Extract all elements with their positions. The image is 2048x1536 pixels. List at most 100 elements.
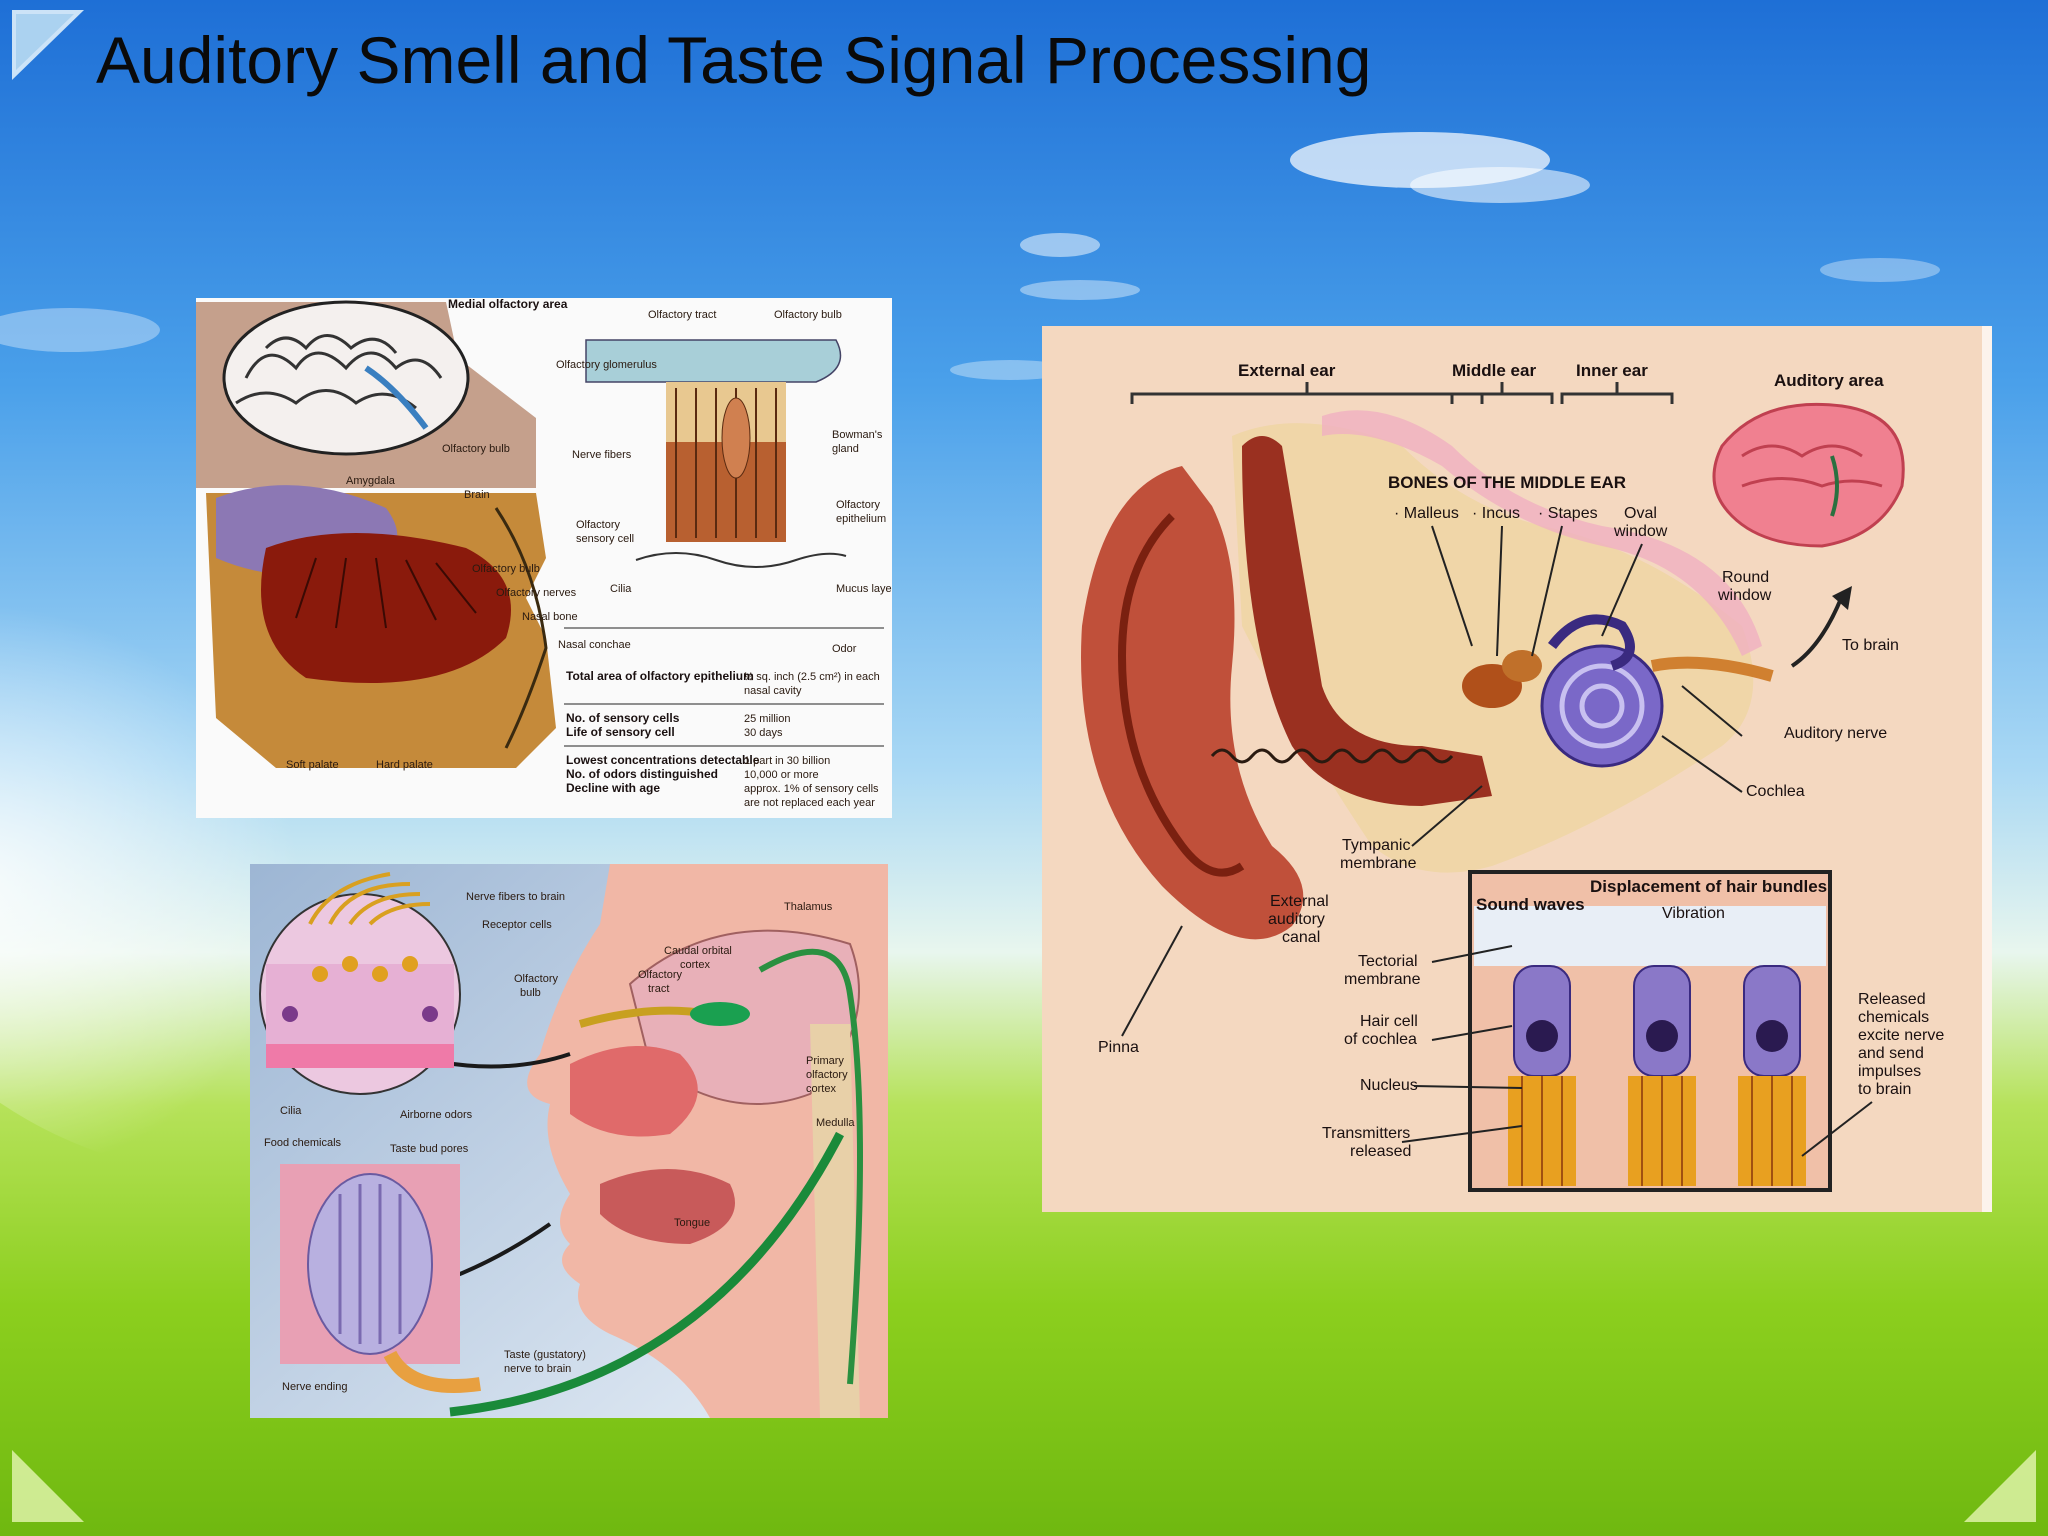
table-val-5: 10,000 or more xyxy=(744,769,819,781)
label-auditory-area: Auditory area xyxy=(1774,371,1884,390)
label-primary-cortex-1: Primary xyxy=(806,1055,844,1067)
label-olfactory-bulb: Olfactory bulb xyxy=(472,563,540,575)
label-taste-olfactory-bulb-2: bulb xyxy=(520,987,541,999)
label-bowmans-gland-1: Bowman's xyxy=(832,429,883,441)
table-val-6a: approx. 1% of sensory cells xyxy=(744,783,879,795)
label-hard-palate: Hard palate xyxy=(376,759,433,771)
label-airborne-odors: Airborne odors xyxy=(400,1109,473,1121)
label-bowmans-gland-2: gland xyxy=(832,443,859,455)
table-key-4: Lowest concentrations detectable xyxy=(566,753,760,767)
label-released-chemicals-4: and send xyxy=(1858,1045,1924,1062)
ear-anatomy-diagram: External ear Middle ear Inner ear Audito… xyxy=(1042,326,1992,1212)
table-val-6b: are not replaced each year xyxy=(744,797,875,809)
label-nasal-conchae: Nasal conchae xyxy=(558,639,631,651)
corner-triangle-bottom-left xyxy=(12,1450,84,1522)
olfactory-diagram: Medial olfactory area Olfactory bulb Amy… xyxy=(196,298,892,818)
label-released-chemicals-5: impulses xyxy=(1858,1063,1921,1080)
label-mucus-layer: Mucus layer xyxy=(836,583,892,595)
slide-title: Auditory Smell and Taste Signal Processi… xyxy=(96,23,1372,97)
label-tympanic-membrane-2: membrane xyxy=(1340,855,1417,872)
label-olfactory-glomerulus: Olfactory glomerulus xyxy=(556,359,657,371)
label-cilia: Cilia xyxy=(610,583,632,595)
label-inner-ear: Inner ear xyxy=(1576,361,1648,380)
label-malleus: · Malleus xyxy=(1394,505,1459,522)
label-medulla: Medulla xyxy=(816,1117,855,1129)
label-hair-cell-2: of cochlea xyxy=(1344,1031,1417,1048)
label-primary-cortex-2: olfactory xyxy=(806,1069,848,1081)
table-key-2: No. of sensory cells xyxy=(566,711,680,725)
label-transmitters-released-2: released xyxy=(1350,1143,1411,1160)
label-pinna: Pinna xyxy=(1098,1039,1139,1056)
label-oval-window-2: window xyxy=(1613,523,1668,540)
corner-triangle-bottom-right xyxy=(1964,1450,2036,1522)
label-released-chemicals-6: to brain xyxy=(1858,1081,1911,1098)
label-food-chemicals: Food chemicals xyxy=(264,1137,342,1149)
label-caudal-orbital-cortex-1: Caudal orbital xyxy=(664,945,732,957)
label-olfactory-tract-2: tract xyxy=(648,983,669,995)
label-nerve-fibers-to-brain: Nerve fibers to brain xyxy=(466,891,565,903)
label-round-window-2: window xyxy=(1717,587,1772,604)
label-taste-bud-pores: Taste bud pores xyxy=(390,1143,469,1155)
label-released-chemicals-2: chemicals xyxy=(1858,1009,1929,1026)
label-round-window-1: Round xyxy=(1722,569,1769,586)
table-key-6: Decline with age xyxy=(566,781,660,795)
label-transmitters-released-1: Transmitters xyxy=(1322,1125,1410,1142)
label-displacement-hair-bundles: Displacement of hair bundles xyxy=(1590,877,1827,896)
label-tectorial-membrane-2: membrane xyxy=(1344,971,1421,988)
hair-cells xyxy=(1508,965,1806,1186)
label-external-ear: External ear xyxy=(1238,361,1336,380)
label-tongue: Tongue xyxy=(674,1217,710,1229)
label-auditory-nerve: Auditory nerve xyxy=(1784,725,1887,742)
label-released-chemicals-1: Released xyxy=(1858,991,1926,1008)
label-soft-palate: Soft palate xyxy=(286,759,339,771)
label-external-auditory-canal-1: External xyxy=(1270,893,1329,910)
label-nerve-fibers: Nerve fibers xyxy=(572,449,632,461)
table-val-2: 25 million xyxy=(744,713,790,725)
label-olfactory-sensory-cell-1: Olfactory xyxy=(576,519,621,531)
label-medial-olfactory-area: Medial olfactory area xyxy=(448,298,568,311)
taste-smell-pathway-diagram: Nerve fibers to brain Receptor cells Olf… xyxy=(250,864,888,1418)
label-hair-cell-1: Hair cell xyxy=(1360,1013,1418,1030)
label-taste-nerve-2: nerve to brain xyxy=(504,1363,571,1375)
label-olfactory-tract-1: Olfactory xyxy=(638,969,683,981)
label-taste-olfactory-bulb-1: Olfactory xyxy=(514,973,559,985)
label-released-chemicals-3: excite nerve xyxy=(1858,1027,1944,1044)
label-vibration: Vibration xyxy=(1662,905,1725,922)
table-val-1a: ½ sq. inch (2.5 cm²) in each xyxy=(744,671,880,683)
label-olfactory-epithelium-1: Olfactory xyxy=(836,499,881,511)
label-amygdala: Amygdala xyxy=(346,475,396,487)
label-to-brain: To brain xyxy=(1842,637,1899,654)
label-odor: Odor xyxy=(832,643,857,655)
label-olfactory-nerves: Olfactory nerves xyxy=(496,587,577,599)
label-olfactory-sensory-cell-2: sensory cell xyxy=(576,533,634,545)
table-key-1: Total area of olfactory epithelium xyxy=(566,669,754,683)
label-olfactory-tract: Olfactory tract xyxy=(648,309,716,321)
label-tympanic-membrane-1: Tympanic xyxy=(1342,837,1410,854)
label-external-auditory-canal-2: auditory xyxy=(1268,911,1325,928)
label-tectorial-membrane-1: Tectorial xyxy=(1358,953,1418,970)
label-nasal-bone: Nasal bone xyxy=(522,611,578,623)
label-incus: · Incus xyxy=(1472,505,1520,522)
label-taste-nerve-1: Taste (gustatory) xyxy=(504,1349,586,1361)
label-olfactory-bulb-right: Olfactory bulb xyxy=(774,309,842,321)
label-stapes: · Stapes xyxy=(1538,505,1598,522)
table-val-1b: nasal cavity xyxy=(744,685,802,697)
label-receptor-cells: Receptor cells xyxy=(482,919,552,931)
label-bones-of-middle-ear: BONES OF THE MIDDLE EAR xyxy=(1388,473,1626,492)
label-taste-cilia: Cilia xyxy=(280,1105,302,1117)
label-primary-cortex-3: cortex xyxy=(806,1083,836,1095)
label-nerve-ending: Nerve ending xyxy=(282,1381,347,1393)
label-brain: Brain xyxy=(464,489,490,501)
table-key-5: No. of odors distinguished xyxy=(566,767,718,781)
label-cochlea: Cochlea xyxy=(1746,783,1805,800)
label-sound-waves: Sound waves xyxy=(1476,895,1585,914)
label-external-auditory-canal-3: canal xyxy=(1282,929,1320,946)
label-olfactory-epithelium-2: epithelium xyxy=(836,513,886,525)
table-val-3: 30 days xyxy=(744,727,783,739)
label-oval-window-1: Oval xyxy=(1624,505,1657,522)
table-val-4: 1 part in 30 billion xyxy=(744,755,830,767)
table-key-3: Life of sensory cell xyxy=(566,725,675,739)
label-caudal-orbital-cortex-2: cortex xyxy=(680,959,710,971)
label-nucleus: Nucleus xyxy=(1360,1077,1418,1094)
label-olfactory-bulb-top: Olfactory bulb xyxy=(442,443,510,455)
